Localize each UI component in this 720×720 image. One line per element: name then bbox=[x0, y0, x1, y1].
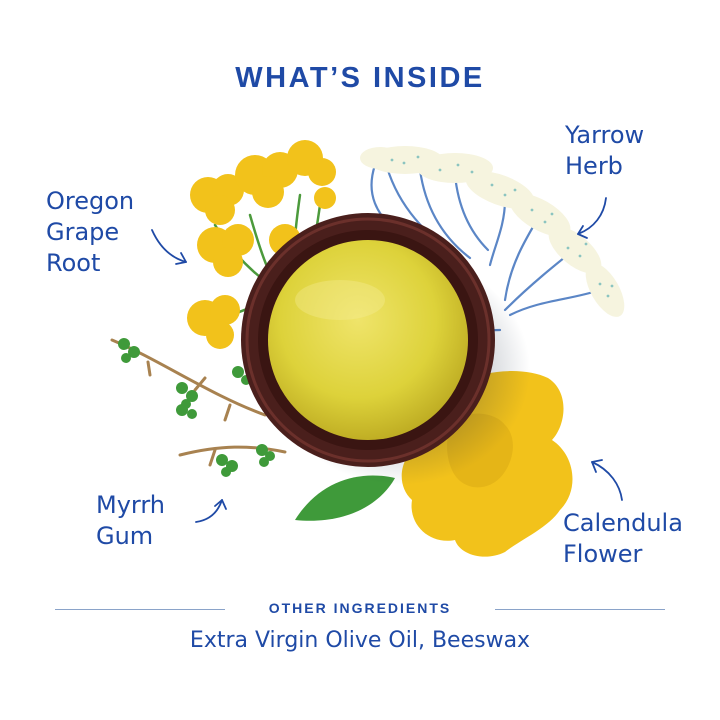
myrrh-gum-drawing bbox=[110, 338, 395, 521]
other-ingredients-heading: OTHER INGREDIENTS bbox=[268, 600, 452, 616]
page-title: WHAT’S INSIDE bbox=[235, 62, 485, 94]
label-line: Yarrow bbox=[565, 121, 645, 149]
label-line: Oregon bbox=[46, 187, 135, 215]
calendula-arrow-icon bbox=[591, 459, 623, 501]
label-line: Calendula bbox=[563, 509, 683, 537]
label-line: Myrrh bbox=[96, 491, 166, 519]
label-line: Herb bbox=[565, 152, 623, 180]
oregon-grape-arrow-icon bbox=[151, 229, 187, 265]
label-line: Flower bbox=[563, 540, 643, 568]
other-ingredients-text: Extra Virgin Olive Oil, Beeswax bbox=[189, 628, 531, 653]
myrrh-gum-label: Myrrh Gum bbox=[96, 490, 165, 552]
calendula-flower-label: Calendula Flower bbox=[563, 508, 683, 570]
divider-left bbox=[55, 609, 225, 610]
divider-right bbox=[495, 609, 665, 610]
salve-jar bbox=[241, 213, 495, 467]
myrrh-arrow-icon bbox=[195, 499, 227, 523]
label-line: Grape bbox=[46, 218, 120, 246]
oregon-grape-root-drawing bbox=[187, 140, 362, 349]
oregon-grape-root-label: Oregon Grape Root bbox=[46, 186, 134, 279]
label-line: Root bbox=[46, 249, 101, 277]
yarrow-arrow-icon bbox=[577, 197, 607, 239]
yarrow-herb-label: Yarrow Herb bbox=[565, 120, 644, 182]
label-line: Gum bbox=[96, 522, 154, 550]
